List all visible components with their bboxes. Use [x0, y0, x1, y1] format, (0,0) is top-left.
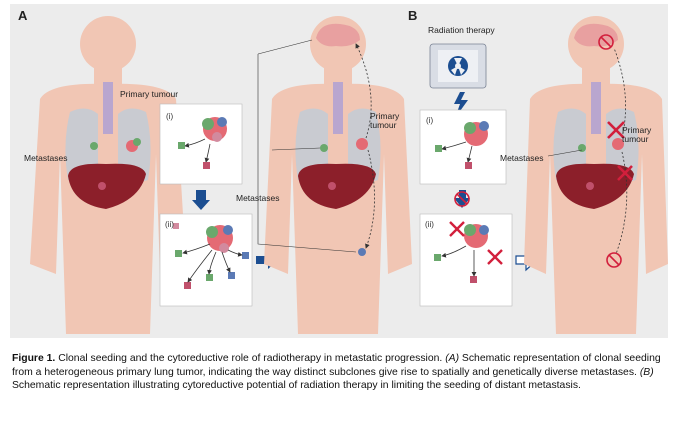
blocked-path-brain — [613, 47, 626, 139]
step-label-b-ii: (ii) — [425, 220, 434, 229]
step-label-b-i: (i) — [426, 116, 434, 125]
caption-main-text: Clonal seeding and the cytoreductive rol… — [55, 353, 446, 364]
panel-label-b: B — [408, 8, 418, 23]
no-entry-icon-brain — [598, 34, 614, 50]
primary-tumor-2 — [356, 138, 368, 150]
inset-a-ii — [159, 213, 253, 307]
metastases-leader-a2c — [271, 147, 321, 151]
radiation-cross-marks — [607, 121, 633, 181]
panel-label-a: A — [18, 8, 28, 23]
metastases-label-a2: Metastases — [236, 193, 280, 203]
blocked-arrow-icon — [454, 190, 470, 208]
metastases-label-a: Metastases — [24, 153, 68, 163]
liver-1 — [68, 163, 146, 209]
figure-caption: Figure 1. Clonal seeding and the cytored… — [12, 352, 668, 393]
metastases-leader-a2b — [257, 39, 313, 55]
caption-part-a-label: (A) — [445, 353, 460, 364]
metastasis-node-2b — [328, 182, 336, 190]
primary-tumor-1 — [126, 138, 141, 152]
seeding-path-brain — [355, 43, 372, 139]
caption-figure-label: Figure 1. — [12, 353, 56, 364]
metastases-leader-a2 — [257, 54, 357, 253]
step-label-a-ii: (ii) — [165, 220, 174, 229]
metastasis-node-3b — [586, 182, 594, 190]
radiation-machine — [429, 43, 487, 89]
primary-tumour-label-b: Primary tumour — [622, 125, 652, 145]
metastasis-node-3a — [578, 144, 586, 152]
down-arrow-a — [192, 190, 210, 210]
liver-2 — [298, 163, 376, 209]
brain-2 — [316, 23, 360, 47]
blocked-path-bone — [615, 151, 628, 255]
metastasis-node-2a — [320, 144, 328, 152]
caption-part-b-label: (B) — [639, 366, 654, 378]
figure-panel: A B Primary tumour Metastases Primary tu… — [10, 4, 668, 338]
metastasis-node-1b — [98, 182, 106, 190]
primary-tumor-3 — [612, 138, 624, 150]
caption-part-a-text: Schematic representation of clonal seedi… — [12, 353, 661, 378]
primary-tumour-label-a: Primary tumour — [120, 89, 179, 99]
metastases-leader-b — [547, 149, 583, 157]
liver-3 — [556, 163, 634, 209]
inset-b-i — [419, 109, 507, 185]
seeding-path-bone — [365, 149, 375, 249]
radiation-therapy-label: Radiation therapy — [428, 25, 495, 35]
caption-part-b-text: Schematic representation illustrating cy… — [12, 380, 581, 392]
no-entry-icon-bone — [606, 252, 622, 268]
primary-tumour-label-a2: Primary tumour — [370, 111, 400, 131]
metastasis-node-2c — [358, 248, 366, 256]
inset-b-ii — [419, 213, 513, 307]
metastasis-node-1a — [90, 142, 98, 150]
step-label-a-i: (i) — [166, 112, 174, 121]
brain-3 — [574, 23, 618, 47]
inset-a-i — [159, 103, 243, 185]
figure-illustration — [30, 16, 668, 334]
metastases-label-b: Metastases — [500, 153, 544, 163]
